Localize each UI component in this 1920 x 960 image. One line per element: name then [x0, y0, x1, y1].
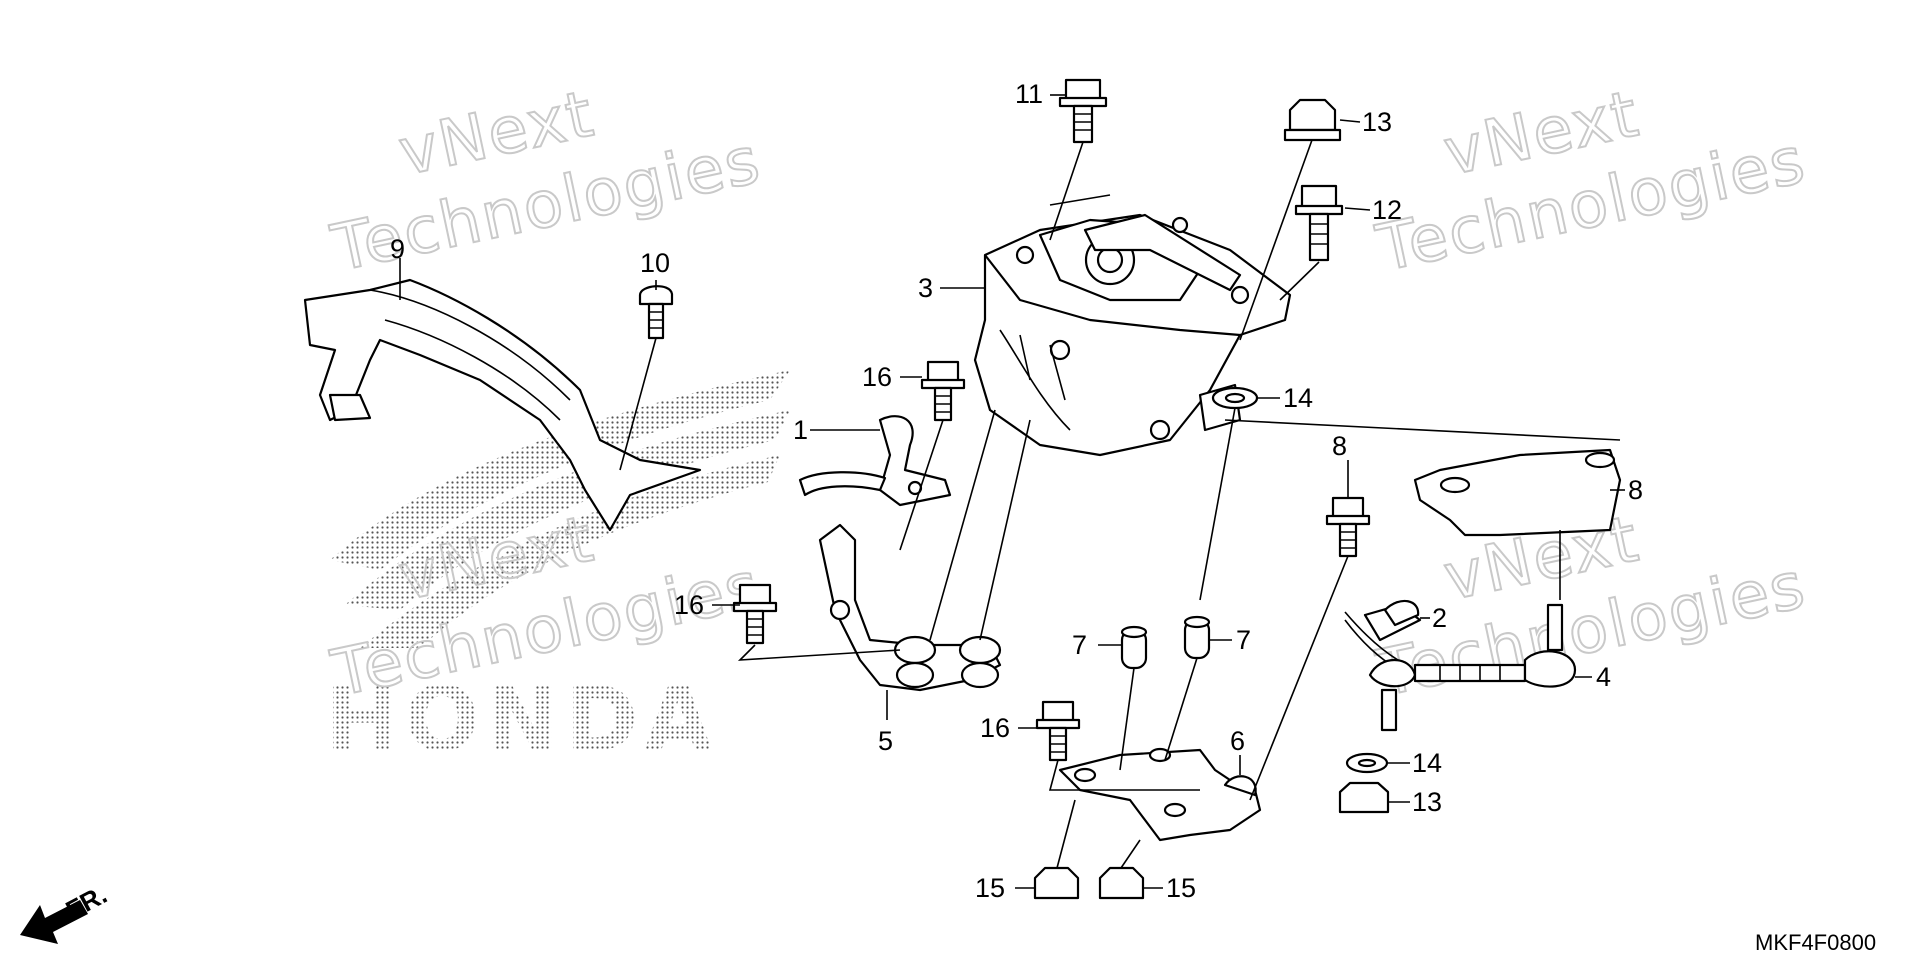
- callout-14: 14: [1283, 383, 1313, 413]
- callout-13: 13: [1412, 787, 1442, 817]
- bolt-16-left: [732, 583, 778, 645]
- callout-7: 7: [1236, 625, 1251, 655]
- callout-1: 1: [793, 415, 808, 445]
- washer-14-top: [1211, 386, 1259, 410]
- callout-6: 6: [1230, 726, 1245, 756]
- watermark-top-right: vNext Technologies: [1369, 76, 1813, 287]
- callout-4: 4: [1596, 662, 1611, 692]
- bolt-16-right: [1325, 496, 1371, 558]
- callout-9: 9: [390, 234, 405, 264]
- callout-5: 5: [878, 726, 893, 756]
- bolt-16-bottom: [1035, 700, 1081, 762]
- bolt-11: [1058, 78, 1108, 144]
- collar-7-right: [1183, 615, 1211, 660]
- part-6-bracket: [1058, 747, 1262, 842]
- callout-13: 13: [1362, 107, 1392, 137]
- nut-15-right: [1098, 866, 1145, 900]
- callout-15: 15: [1166, 873, 1196, 903]
- callout-3: 3: [918, 273, 933, 303]
- honda-wing-logo: HONDA: [325, 370, 790, 771]
- callout-14: 14: [1412, 748, 1442, 778]
- collar-7-left: [1120, 625, 1148, 670]
- callouts: 11 13 12 3 9 10 16 14 1 8 8 16 2 7 7 4 5…: [390, 79, 1643, 903]
- callout-11: 11: [1015, 79, 1043, 109]
- callout-12: 12: [1372, 195, 1402, 225]
- brand-text: HONDA: [325, 668, 718, 771]
- part-2-clip: [1344, 599, 1422, 671]
- washer-14-lower: [1345, 752, 1389, 774]
- callout-16: 8: [1332, 431, 1347, 461]
- bolt-12: [1294, 184, 1344, 262]
- callout-16: 16: [862, 362, 892, 392]
- part-9-cover: [303, 278, 702, 532]
- part-4-rod: [1368, 603, 1577, 732]
- callout-10: 10: [640, 248, 670, 278]
- part-3-actuator: [973, 213, 1292, 457]
- callout-15: 15: [975, 873, 1005, 903]
- bolt-16-upper: [920, 360, 966, 422]
- watermark-top-left: vNext Technologies: [324, 76, 768, 287]
- callout-7: 7: [1072, 630, 1087, 660]
- callout-16: 16: [674, 590, 704, 620]
- bolt-10: [638, 285, 674, 340]
- callout-8: 8: [1628, 475, 1643, 505]
- part-5-bracket: [818, 523, 1002, 692]
- front-arrow: FR.: [20, 879, 112, 944]
- leader-lines: [399, 94, 1625, 889]
- callout-16: 16: [980, 713, 1010, 743]
- nut-15-left: [1033, 866, 1080, 900]
- nut-13-top: [1283, 98, 1342, 142]
- callout-2: 2: [1432, 603, 1447, 633]
- nut-13-lower: [1338, 781, 1390, 814]
- diagram-code: MKF4F0800: [1755, 930, 1876, 955]
- part-8-plate: [1413, 448, 1622, 537]
- part-1-bracket: [798, 415, 952, 507]
